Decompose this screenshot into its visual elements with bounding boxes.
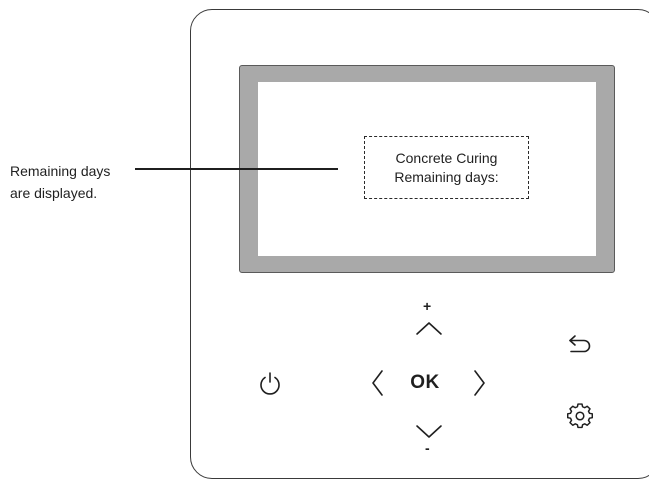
chevron-up-icon [416, 322, 442, 335]
settings-button[interactable] [564, 400, 596, 432]
callout-line-2: are displayed. [10, 185, 98, 201]
back-arrow-icon [569, 335, 591, 353]
back-button[interactable] [564, 330, 596, 358]
message-line-1: Concrete Curing [395, 149, 498, 166]
remaining-days-message: Concrete Curing Remaining days: [364, 136, 529, 199]
chevron-left-icon [372, 370, 383, 396]
chevron-right-icon [474, 370, 485, 396]
ok-label: OK [410, 372, 440, 393]
ok-button[interactable]: OK [402, 368, 448, 398]
chevron-down-icon [416, 425, 442, 438]
gear-icon [567, 403, 593, 429]
left-button[interactable] [367, 368, 387, 398]
down-button[interactable] [414, 422, 444, 442]
power-icon [260, 372, 280, 395]
up-button[interactable] [414, 318, 444, 338]
right-button[interactable] [470, 368, 490, 398]
plus-sign: + [423, 298, 432, 314]
minus-sign: - [425, 440, 430, 456]
callout-line-1: Remaining days [10, 163, 111, 179]
power-button[interactable] [255, 368, 285, 398]
callout-annotation: Remaining days are displayed. [10, 160, 110, 204]
callout-leader-line [135, 168, 338, 170]
message-line-2: Remaining days: [394, 168, 499, 185]
